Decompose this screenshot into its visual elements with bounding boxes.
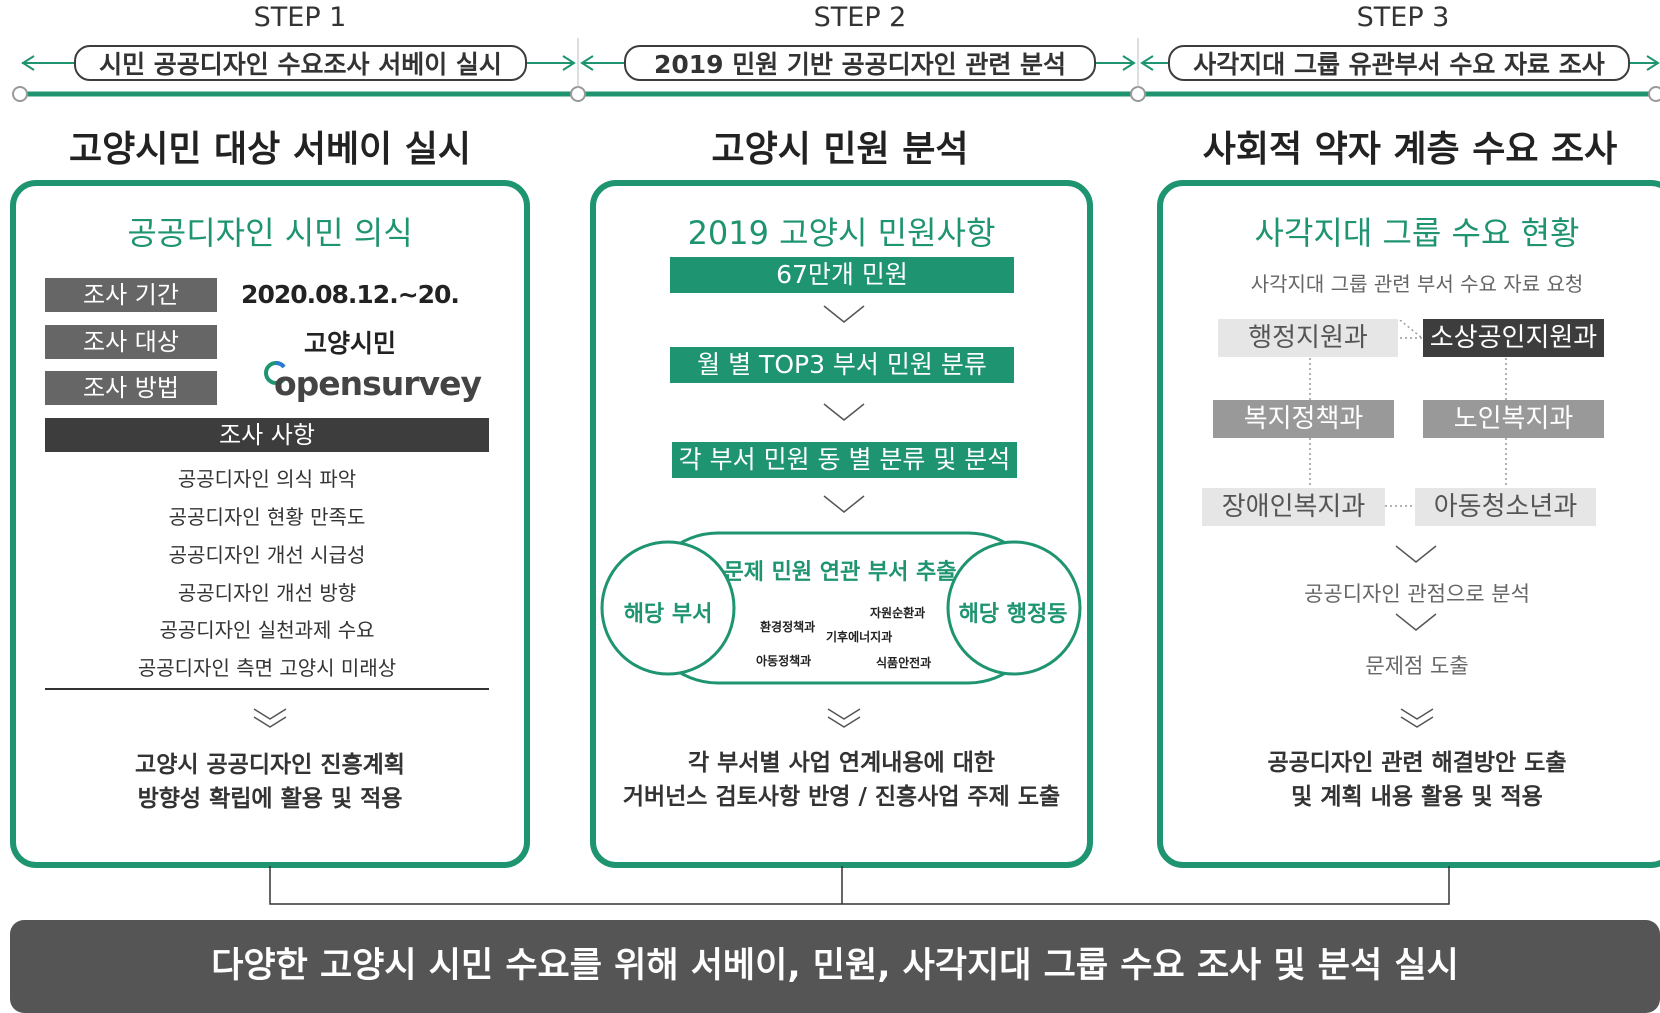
- venn-left-circle: [600, 540, 736, 676]
- chevron-down-icon: [1394, 543, 1438, 565]
- card3-subtitle: 사각지대 그룹 관련 부서 수요 자료 요청: [1250, 272, 1584, 296]
- col3-result-line2: 및 계획 내용 활용 및 적용: [1291, 784, 1543, 810]
- card1-title: 공공디자인 시민 의식: [127, 214, 413, 252]
- bracket-connector: [269, 866, 1450, 905]
- survey-period-label: 조사 기간: [45, 278, 217, 312]
- timeline: [12, 38, 1660, 102]
- venn-right-circle: [946, 540, 1082, 676]
- col1-result-line1: 고양시 공공디자인 진흥계획: [135, 752, 405, 778]
- chevron-down-icon: [822, 401, 866, 423]
- double-chevron-down-icon: [1399, 706, 1435, 730]
- survey-item: 공공디자인 개선 시급성: [168, 543, 366, 567]
- opensurvey-logo-text: opensurvey: [274, 364, 482, 403]
- chevron-down-icon: [822, 493, 866, 515]
- dept-label: 식품안전과: [876, 656, 932, 670]
- venn-diagram: [600, 531, 1082, 685]
- dept-box: 노인복지과: [1423, 400, 1604, 438]
- dept-box: 장애인복지과: [1202, 488, 1385, 526]
- dept-label: 아동정책과: [756, 654, 812, 668]
- complaints-step-bar: 67만개 민원: [670, 257, 1014, 293]
- dept-connectors: [1309, 320, 1507, 507]
- card-complaints: [590, 180, 1093, 868]
- opensurvey-logo: opensurvey: [262, 360, 482, 406]
- survey-method-label: 조사 방법: [45, 371, 217, 405]
- step-2-pill: 2019 민원 기반 공공디자인 관련 분석: [624, 45, 1096, 81]
- survey-item: 공공디자인 의식 파악: [177, 467, 357, 491]
- col3-result-line1: 공공디자인 관련 해결방안 도출: [1267, 750, 1567, 776]
- complaints-step-bar: 각 부서 민원 동 별 분류 및 분석: [672, 442, 1017, 478]
- complaints-step-bar: 월 별 TOP3 부서 민원 분류: [670, 347, 1014, 383]
- survey-item: 공공디자인 측면 고양시 미래상: [137, 656, 397, 680]
- col2-result-line1: 각 부서별 사업 연계내용에 대한: [687, 750, 996, 776]
- step-1-pill: 시민 공공디자인 수요조사 서베이 실시: [74, 45, 527, 81]
- card2-title: 2019 고양시 민원사항: [687, 214, 996, 252]
- opensurvey-logo-icon: [264, 361, 286, 385]
- dept-label: 자원순환과: [870, 606, 926, 620]
- dept-label: 환경정책과: [760, 620, 816, 634]
- flow-problem: 문제점 도출: [1365, 654, 1469, 678]
- step-3-label: STEP 3: [1356, 2, 1450, 33]
- venn-left-label: 해당 부서: [623, 602, 713, 627]
- dept-label: 기후에너지과: [826, 630, 893, 644]
- venn-title: 문제 민원 연관 부서 추출: [723, 560, 957, 585]
- survey-item: 공공디자인 실천과제 수요: [159, 618, 375, 642]
- col1-result-line2: 방향성 확립에 활용 및 적용: [137, 786, 403, 812]
- card3-title: 사각지대 그룹 수요 현황: [1254, 214, 1580, 252]
- flow-analysis: 공공디자인 관점으로 분석: [1304, 582, 1530, 606]
- chevron-down-icon: [1394, 611, 1438, 633]
- divider: [45, 688, 489, 690]
- survey-item: 공공디자인 개선 방향: [177, 581, 357, 605]
- double-chevron-down-icon: [826, 706, 862, 730]
- chevron-down-icon: [822, 303, 866, 325]
- dept-box: 행정지원과: [1218, 319, 1398, 357]
- step-1-label: STEP 1: [253, 2, 347, 33]
- venn-right-label: 해당 행정동: [958, 602, 1068, 627]
- double-chevron-down-icon: [252, 706, 288, 730]
- dept-box: 아동청소년과: [1415, 488, 1596, 526]
- col1-heading: 고양시민 대상 서베이 실시: [69, 129, 471, 170]
- survey-target-label: 조사 대상: [45, 325, 217, 359]
- survey-period-value: 2020.08.12.~20.: [241, 280, 460, 309]
- summary-banner: 다양한 고양시 시민 수요를 위해 서베이, 민원, 사각지대 그룹 수요 조사…: [10, 920, 1660, 1013]
- col2-heading: 고양시 민원 분석: [711, 129, 969, 170]
- col3-heading: 사회적 약자 계층 수요 조사: [1202, 129, 1618, 170]
- step-3-pill: 사각지대 그룹 유관부서 수요 자료 조사: [1168, 45, 1630, 81]
- survey-item: 공공디자인 현황 만족도: [168, 505, 366, 529]
- dept-box: 복지정책과: [1213, 400, 1394, 438]
- step-2-label: STEP 2: [813, 2, 907, 33]
- survey-items-header: 조사 사항: [45, 418, 489, 452]
- survey-target-value: 고양시민: [303, 329, 396, 358]
- col2-result-line2: 거버넌스 검토사항 반영 / 진흥사업 주제 도출: [622, 784, 1061, 810]
- dept-box: 소상공인지원과: [1423, 319, 1604, 357]
